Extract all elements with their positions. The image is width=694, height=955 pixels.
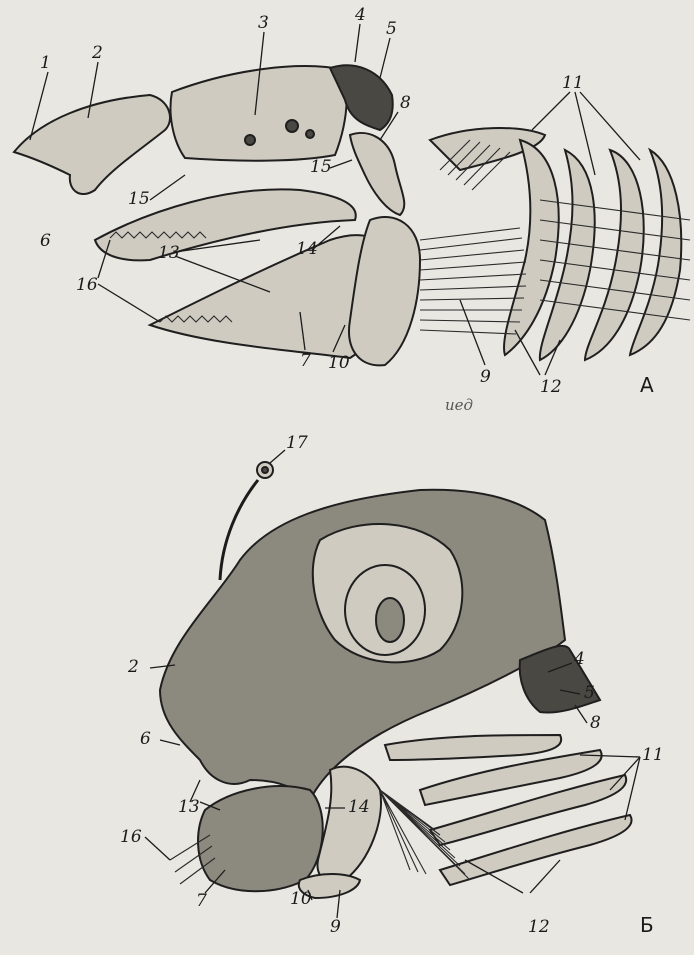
label: 9 <box>330 917 341 937</box>
label: 15 <box>310 157 332 177</box>
label: 2 <box>91 43 103 63</box>
label: 7 <box>300 351 311 371</box>
handwritten-note: иед <box>445 396 473 414</box>
label: 10 <box>290 889 312 909</box>
label: 15 <box>128 189 150 209</box>
panel-letter-b: Б <box>640 913 654 937</box>
label: 2 <box>127 657 139 677</box>
lower-jaw-b <box>198 786 323 891</box>
label: 14 <box>348 797 370 817</box>
label: 8 <box>590 713 601 733</box>
label: 8 <box>400 93 411 113</box>
label: 7 <box>196 891 207 911</box>
label: 12 <box>528 917 550 937</box>
label: 4 <box>354 5 366 25</box>
label: 9 <box>480 367 491 387</box>
label: 10 <box>328 353 350 373</box>
label: 11 <box>562 73 584 93</box>
panel-a: 1 2 3 4 5 8 11 15 15 14 6 13 16 7 10 9 1… <box>14 5 690 414</box>
label: 11 <box>642 745 664 765</box>
label: 16 <box>76 275 98 295</box>
label: 6 <box>140 729 151 749</box>
label: 16 <box>120 827 142 847</box>
label: 1 <box>40 53 51 73</box>
hyomandibula <box>350 133 404 215</box>
label: 12 <box>540 377 562 397</box>
label: 6 <box>40 231 51 251</box>
label: 5 <box>584 683 595 703</box>
label: 13 <box>178 797 200 817</box>
label: 4 <box>573 649 585 669</box>
label: 14 <box>296 239 318 259</box>
panel-b: 17 2 4 5 8 6 11 13 14 16 7 10 9 12 Б <box>120 433 664 937</box>
label: 3 <box>258 13 269 33</box>
label: 5 <box>386 19 397 39</box>
label: 17 <box>286 433 308 453</box>
label: 13 <box>158 243 180 263</box>
panel-letter-a: А <box>640 373 654 397</box>
